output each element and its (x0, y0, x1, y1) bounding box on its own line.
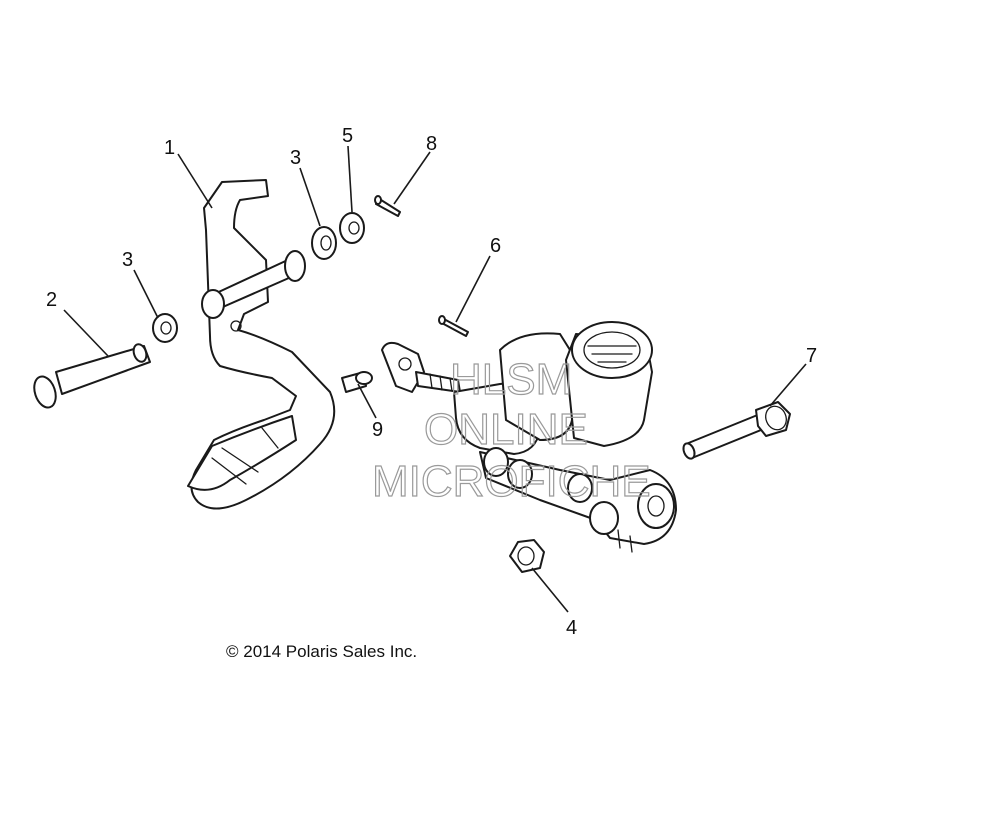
watermark-line-2: ONLINE (424, 405, 588, 454)
master-cylinder-assembly[interactable] (381, 321, 677, 553)
part-3-bushing-upper[interactable] (311, 226, 337, 260)
part-7-bolt[interactable] (681, 401, 791, 460)
watermark-line-3: MICROFICHE (372, 457, 651, 506)
part-1-brake-pedal[interactable] (187, 179, 336, 510)
callout-3-left: 3 (122, 249, 133, 271)
leader-1 (177, 153, 213, 209)
watermark-line-1: HLSM (450, 355, 572, 404)
part-8-cotter-pin[interactable] (374, 195, 401, 217)
callout-numbers: 1 2 3 3 5 8 6 9 7 4 (46, 125, 817, 639)
leader-7 (769, 363, 807, 407)
leader-2 (63, 309, 109, 357)
part-6-cotter-pin[interactable] (438, 315, 469, 337)
part-5-washer[interactable] (339, 212, 365, 244)
callout-6: 6 (490, 235, 501, 257)
callout-4: 4 (566, 617, 577, 639)
callout-8: 8 (426, 133, 437, 155)
part-9-clevis-pin[interactable] (341, 371, 373, 393)
copyright-notice: © 2014 Polaris Sales Inc. (226, 642, 418, 661)
part-4-nut[interactable] (509, 539, 545, 573)
leader-3-left (133, 269, 159, 319)
leader-4 (531, 567, 569, 613)
callout-3-upper: 3 (290, 147, 301, 169)
leader-lines (63, 145, 807, 613)
callout-2: 2 (46, 289, 57, 311)
callout-9: 9 (372, 419, 383, 441)
watermark: HLSM ONLINE MICROFICHE (371, 354, 651, 506)
leader-6 (455, 255, 491, 323)
leader-9 (357, 383, 377, 419)
part-2-pivot-pin[interactable] (31, 343, 151, 411)
callout-5: 5 (342, 125, 353, 147)
leader-8 (393, 151, 431, 205)
leader-3-upper (299, 167, 321, 227)
leader-5 (347, 145, 353, 213)
callout-1: 1 (164, 137, 175, 159)
callout-7: 7 (806, 345, 817, 367)
part-3-bushing-left[interactable] (152, 313, 178, 343)
